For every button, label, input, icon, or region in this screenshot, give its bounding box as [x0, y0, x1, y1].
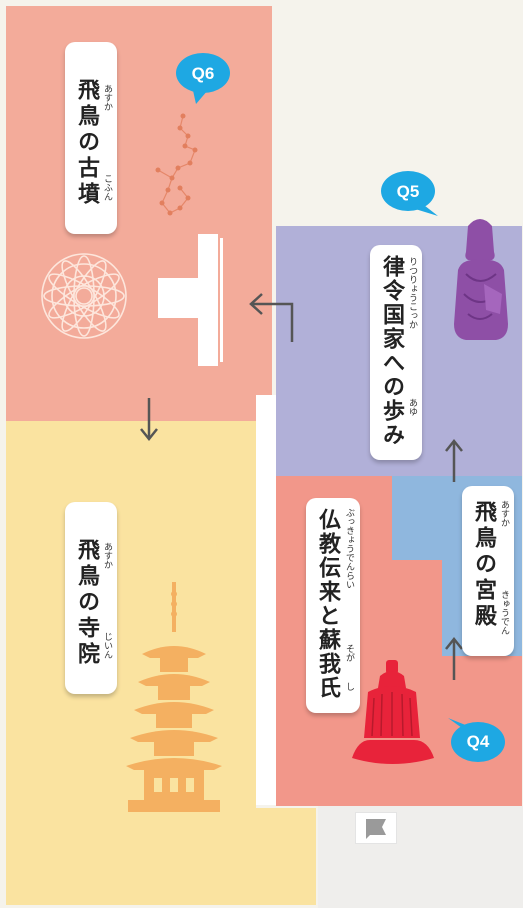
speech-bubble-icon: [448, 718, 505, 762]
ruby-ritsuryokokka: りつりょうこっか: [407, 257, 417, 329]
bell-helmet-icon: [352, 660, 434, 764]
quiz-q4-label: Q4: [466, 732, 490, 751]
ruby-kofun: こふん: [102, 174, 112, 201]
flag-icon: [366, 819, 386, 839]
pagoda-icon: [126, 582, 222, 812]
label-palace[interactable]: 飛鳥の宮殿 あすか きゅうでん: [462, 486, 514, 656]
tomb-structure-icon: [158, 234, 223, 366]
label-ritsuryo[interactable]: 律令国家への歩み りつりょうこっか あゆ: [370, 245, 422, 460]
ruby-asuka-palace: あすか: [499, 500, 509, 527]
label-kofun[interactable]: 飛鳥の古墳 あすか こふん: [65, 42, 117, 234]
constellation-icon: [155, 113, 198, 216]
quiz-q5-bubble[interactable]: Q5: [380, 170, 440, 222]
arrow-down-icon: [140, 398, 158, 442]
ruby-soga: そが: [344, 644, 354, 662]
title-kofun: 飛鳥の古墳: [74, 78, 99, 208]
label-temples[interactable]: 飛鳥の寺院 あすか じいん: [65, 502, 117, 694]
room-temples-extension: [256, 808, 316, 905]
arrow-up-icon: [445, 438, 463, 482]
corridor: [256, 395, 276, 805]
flag-marker[interactable]: [355, 812, 397, 844]
speech-bubble-icon: [381, 171, 438, 216]
title-temples: 飛鳥の寺院: [74, 538, 99, 668]
ruby-asuka-temples: あすか: [102, 542, 112, 569]
ruby-ayu: あゆ: [407, 398, 417, 416]
ruby-shi: し: [344, 682, 354, 691]
buddha-statue-icon: [454, 219, 508, 340]
title-palace: 飛鳥の宮殿: [471, 500, 496, 630]
floor-area: [318, 806, 523, 908]
quiz-q6-bubble[interactable]: Q6: [174, 52, 232, 104]
quiz-q5-label: Q5: [396, 182, 420, 201]
title-ritsuryo: 律令国家への歩み: [379, 255, 404, 447]
arrow-up-icon-lower: [445, 636, 463, 680]
speech-bubble-icon: [176, 53, 230, 104]
room-buddhism-cutout: [392, 560, 442, 656]
room-kofun[interactable]: [6, 6, 272, 421]
flower-pattern-icon: [41, 253, 127, 339]
quiz-q4-bubble[interactable]: Q4: [446, 716, 506, 768]
ruby-asuka: あすか: [102, 84, 112, 111]
quiz-q6-label: Q6: [191, 64, 215, 83]
ruby-bukkyodenrai: ぶっきょうでんらい: [344, 508, 354, 589]
ruby-jiin: じいん: [102, 632, 112, 659]
room-temples[interactable]: [6, 421, 256, 905]
arrow-left-icon: [249, 293, 294, 342]
label-buddhism[interactable]: 仏教伝来と蘇我氏 ぶっきょうでんらい そが し: [306, 498, 360, 713]
title-buddhism: 仏教伝来と蘇我氏: [315, 508, 340, 700]
ruby-kyuden: きゅうでん: [499, 590, 509, 635]
